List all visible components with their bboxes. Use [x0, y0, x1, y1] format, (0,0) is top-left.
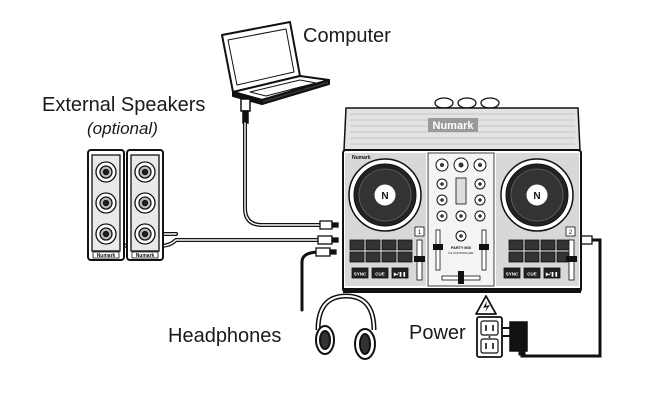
- jog-logo-right: N: [533, 191, 540, 202]
- label-computer: Computer: [303, 25, 391, 47]
- controller-subtitle-label: DJ CONTROLLER: [448, 251, 474, 255]
- usb-plug-icon: [240, 98, 251, 124]
- speaker-brand-label: Numark: [97, 253, 116, 259]
- speaker-icon: Numark: [87, 149, 125, 261]
- controller-brand-small: Numark: [352, 155, 371, 161]
- electric-warning-icon: [475, 295, 497, 315]
- deck-number-right: 2: [569, 230, 573, 236]
- label-external-speakers: External Speakers: [42, 94, 206, 116]
- laptop-icon: [221, 21, 330, 105]
- headphones-icon: [315, 293, 377, 360]
- jog-logo-left: N: [381, 191, 388, 202]
- sync-button-right: SYNC: [506, 272, 519, 277]
- power-adapter-icon: [502, 321, 528, 356]
- deck-number-left: 1: [418, 230, 422, 236]
- controller-model-label: PARTY MIX: [451, 246, 472, 250]
- dj-controller-icon: Numark Numark N: [342, 97, 582, 293]
- speaker-icon: Numark: [126, 149, 164, 261]
- play-button-right: ▶/❚❚: [545, 272, 558, 278]
- label-headphones: Headphones: [168, 325, 282, 347]
- cue-button-right: CUE: [527, 272, 537, 277]
- play-button-left: ▶/❚❚: [393, 272, 406, 278]
- controller-brand-logo: Numark: [433, 120, 475, 132]
- sync-button-left: SYNC: [354, 272, 367, 277]
- cue-button-left: CUE: [375, 272, 385, 277]
- label-power: Power: [409, 322, 466, 344]
- speaker-brand-label: Numark: [136, 253, 155, 259]
- label-optional: (optional): [87, 119, 158, 138]
- power-outlet-icon: [476, 316, 503, 358]
